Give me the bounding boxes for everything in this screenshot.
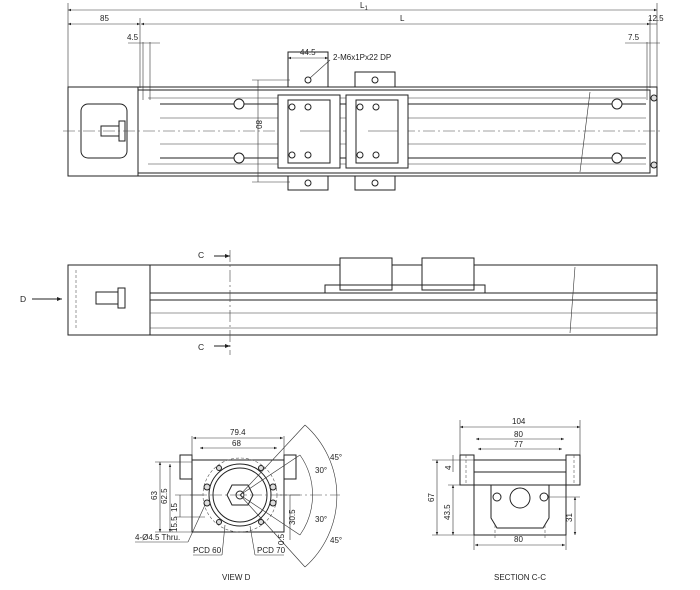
view-arrow-d: D xyxy=(20,294,26,304)
dim-4-5: 4.5 xyxy=(127,33,139,42)
dim-44-5: 44.5 xyxy=(300,48,316,57)
view-d-title: VIEW D xyxy=(222,573,251,582)
motor-housing-side xyxy=(67,264,151,336)
dim-80-top: 80 xyxy=(514,430,523,439)
section-c-c-title: SECTION C-C xyxy=(494,573,546,582)
dim-80-bottom: 80 xyxy=(514,535,523,544)
top-plate xyxy=(473,459,567,473)
dim-67: 67 xyxy=(427,493,436,502)
tap-callout: 2-M6x1Px22 DP xyxy=(333,53,391,62)
section-mark-c-top: C xyxy=(198,250,204,260)
side-view: C C D xyxy=(20,250,658,355)
dim-77: 77 xyxy=(514,440,523,449)
dim-104: 104 xyxy=(512,417,526,426)
dim-30-5: 30.5 xyxy=(288,509,297,525)
pcd-60: PCD 60 xyxy=(193,546,222,555)
dim-0-5: 0.5 xyxy=(277,533,286,545)
angle-45-top: 45° xyxy=(330,453,342,462)
dim-80-top-view: 80 xyxy=(254,120,263,129)
dim-L: L xyxy=(400,14,405,23)
dim-63: 63 xyxy=(150,491,159,500)
angle-30-top: 30° xyxy=(315,466,327,475)
mount-holes xyxy=(233,94,658,169)
section-mark-c-bottom: C xyxy=(198,342,204,352)
dim-12-5: 12.5 xyxy=(648,14,664,23)
dim-79-4: 79.4 xyxy=(230,428,246,437)
dim-L1: L1 xyxy=(360,1,368,12)
dim-15-5: 15.5 xyxy=(170,516,179,532)
dim-68: 68 xyxy=(232,439,241,448)
section-c-c: 104 80 77 67 4 43.5 31 80 SECTION C-C xyxy=(427,417,581,582)
view-d: 79.4 68 63 62.5 15 15.5 45° 30° 30° 45° … xyxy=(135,424,342,582)
angle-30-bottom: 30° xyxy=(315,515,327,524)
angle-45-bottom: 45° xyxy=(330,536,342,545)
dim-43-5: 43.5 xyxy=(443,504,452,520)
dim-62-5: 62.5 xyxy=(160,488,169,504)
pcd-70: PCD 70 xyxy=(257,546,286,555)
dim-7-5: 7.5 xyxy=(628,33,640,42)
top-view: L1 85 L 12.5 4.5 7.5 xyxy=(63,1,664,191)
dim-31: 31 xyxy=(565,513,574,522)
dim-15: 15 xyxy=(170,503,179,512)
holes-callout: 4-Ø4.5 Thru. xyxy=(135,533,180,542)
bolt-holes xyxy=(203,465,277,525)
dim-85: 85 xyxy=(100,14,109,23)
dim-4: 4 xyxy=(444,465,453,470)
